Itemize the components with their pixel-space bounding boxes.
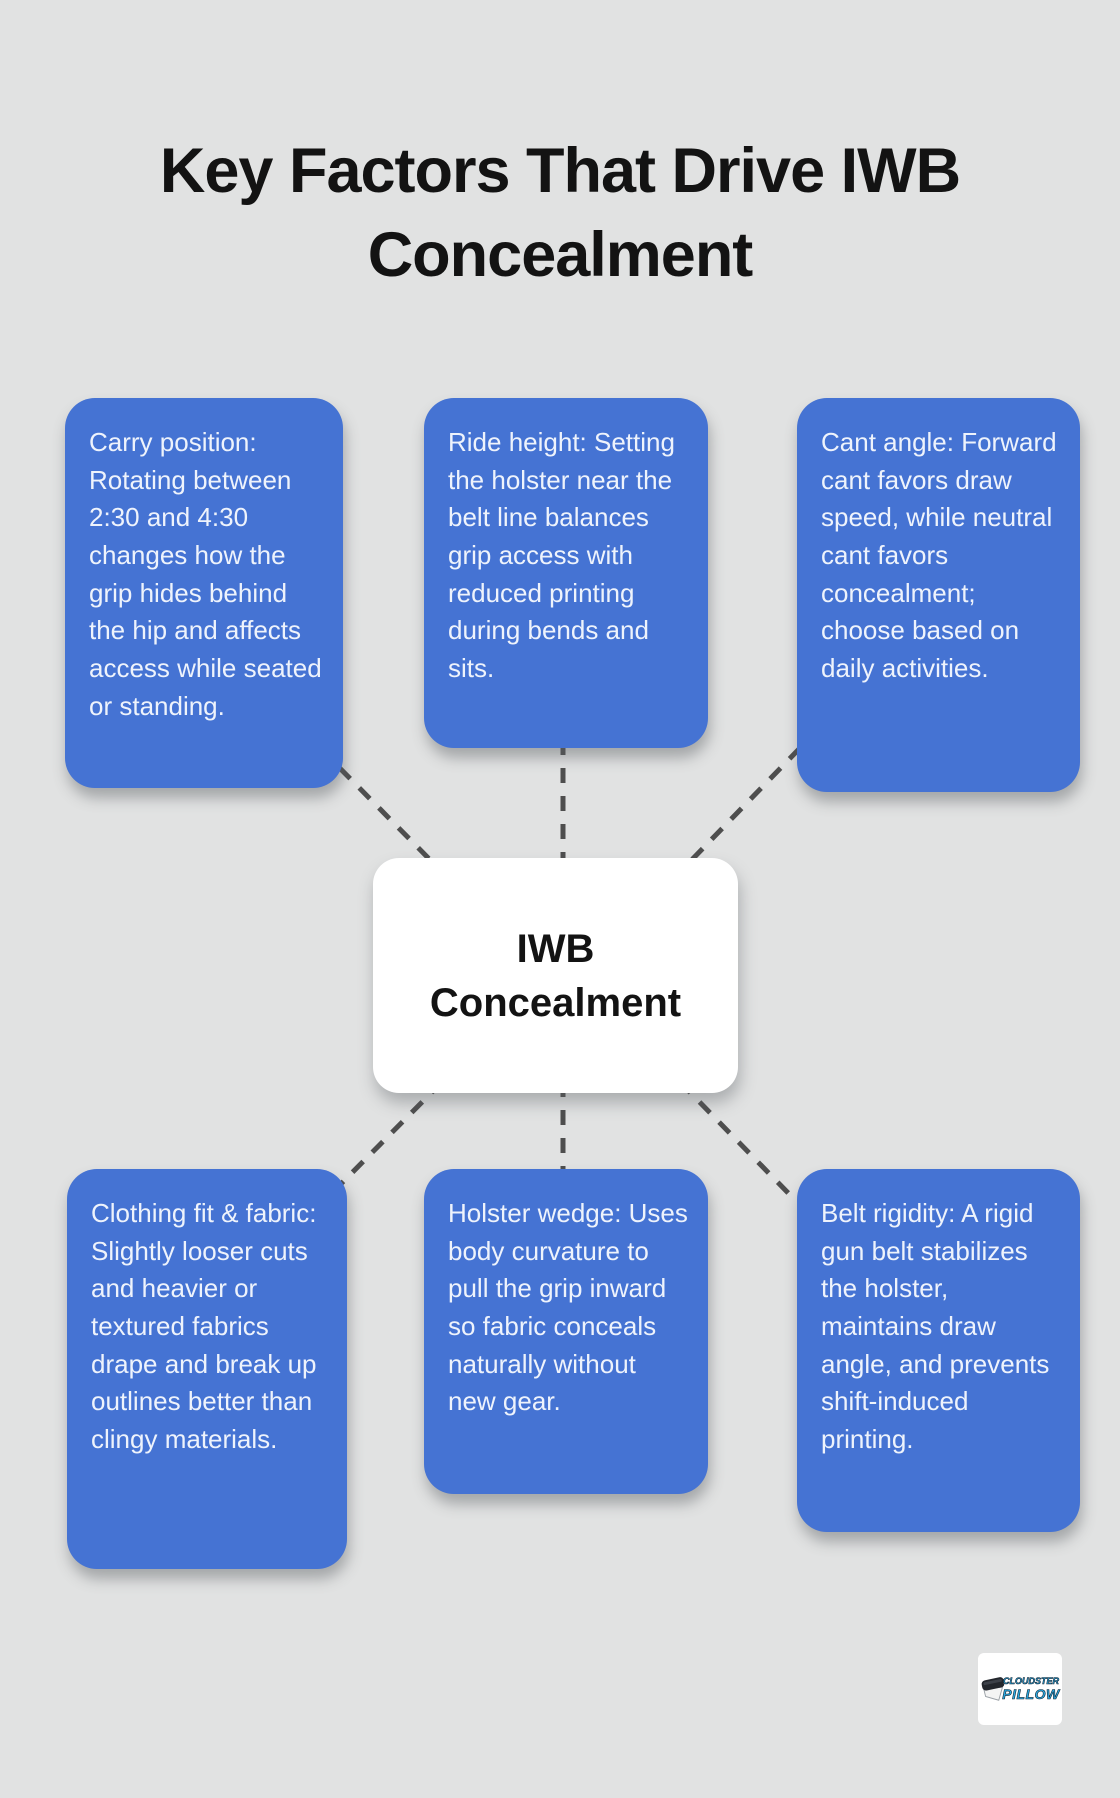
factor-text-holster-wedge: Holster wedge: Uses body curvature to pu… [448,1198,688,1417]
factor-text-ride-height: Ride height: Setting the holster near th… [448,427,675,684]
factor-text-belt-rigidity: Belt rigidity: A rigid gun belt stabiliz… [821,1198,1050,1455]
factor-text-clothing-fit-fabric: Clothing fit & fabric: Slightly looser c… [91,1198,317,1455]
brand-logo-card: CLOUDSTER PILLOW [978,1653,1062,1725]
center-node-label: IWB Concealment [429,926,682,1025]
brand-name-line2: PILLOW [1002,1686,1060,1702]
factor-box-holster-wedge: Holster wedge: Uses body curvature to pu… [424,1169,708,1494]
factor-box-ride-height: Ride height: Setting the holster near th… [424,398,708,748]
connector-top-right [678,746,802,874]
center-node: IWB Concealment [373,858,738,1093]
factor-box-clothing-fit-fabric: Clothing fit & fabric: Slightly looser c… [67,1169,347,1569]
factor-box-carry-position: Carry position: Rotating between 2:30 an… [65,398,343,788]
page-title: Key Factors That Drive IWB Concealment [159,136,961,290]
factor-box-belt-rigidity: Belt rigidity: A rigid gun belt stabiliz… [797,1169,1080,1532]
brand-logo: CLOUDSTER PILLOW [980,1674,1060,1704]
pillow-icon [981,1677,1005,1701]
brand-name-line1: CLOUDSTER [1003,1676,1060,1686]
brand-logo-text: CLOUDSTER PILLOW [1002,1676,1060,1702]
factor-text-carry-position: Carry position: Rotating between 2:30 an… [89,427,322,721]
factor-box-cant-angle: Cant angle: Forward cant favors draw spe… [797,398,1080,792]
factor-text-cant-angle: Cant angle: Forward cant favors draw spe… [821,427,1057,684]
